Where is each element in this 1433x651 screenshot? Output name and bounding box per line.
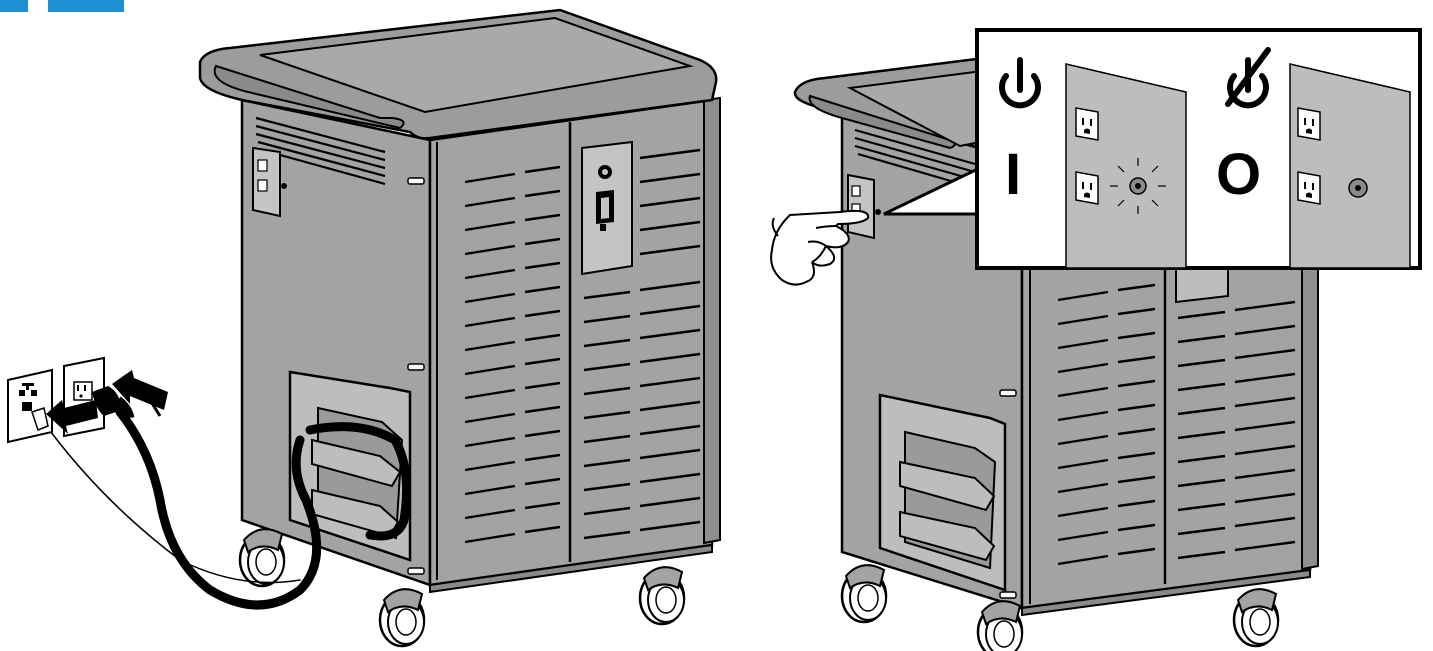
on-state-label: I [1005, 142, 1021, 207]
network-wall-plate [8, 370, 52, 442]
power-outlet-icon [74, 382, 92, 400]
step-badge [0, 0, 124, 12]
power-wall-plate [64, 358, 130, 436]
off-state-label: O [1216, 142, 1261, 207]
door-lock-icon [582, 142, 632, 274]
power-switch-icon[interactable] [875, 209, 881, 215]
left-cart [200, 10, 720, 646]
unlit-switch-icon [1349, 179, 1367, 197]
